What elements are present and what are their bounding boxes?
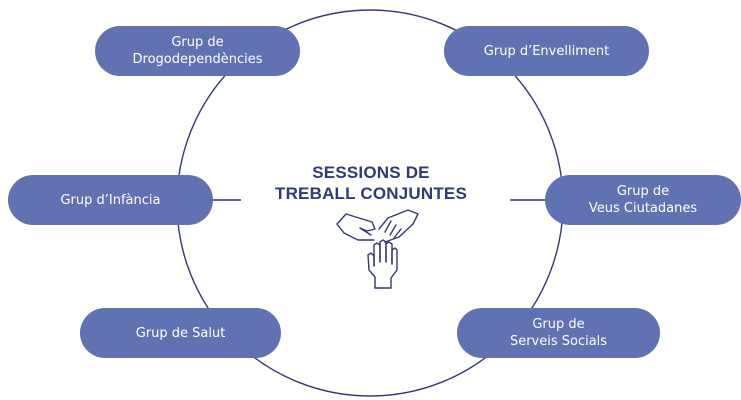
group-label-line2: Serveis Socials	[509, 334, 608, 349]
joined-hands-icon	[336, 209, 419, 289]
group-serveis-socials-pill: Grup de Serveis Socials	[457, 308, 660, 358]
group-drogodependencies-pill: Grup de Drogodependències	[95, 26, 300, 76]
group-label: Grup de Salut	[135, 325, 226, 341]
group-label-line1: Grup de	[616, 184, 670, 199]
group-salut-pill: Grup de Salut	[80, 308, 281, 358]
group-envelliment-pill: Grup d’Envelliment	[444, 26, 649, 76]
group-veus-ciutadanes-pill: Grup de Veus Ciutadanes	[545, 175, 741, 225]
group-label-line1: Grup de	[532, 317, 585, 332]
group-label: Grup d’Envelliment	[483, 43, 610, 59]
group-infancia-pill: Grup d’Infància	[8, 175, 213, 225]
group-label-line1: Grup de	[171, 35, 224, 50]
center-title: SESSIONS DE TREBALL CONJUNTES	[236, 162, 506, 204]
group-label-line2: Drogodependències	[132, 52, 263, 67]
group-label-line2: Veus Ciutadanes	[588, 201, 698, 216]
group-label: Grup d’Infància	[60, 192, 161, 208]
center-title-line2: TREBALL CONJUNTES	[275, 184, 467, 203]
center-title-line1: SESSIONS DE	[312, 163, 430, 182]
